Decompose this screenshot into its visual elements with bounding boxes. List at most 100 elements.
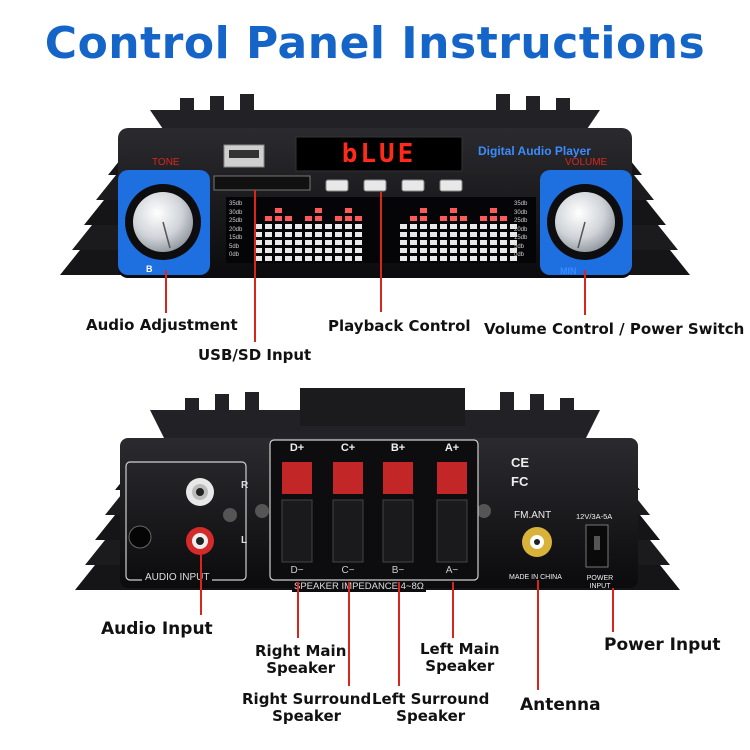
eq-db-label: 30db bbox=[514, 209, 528, 216]
front-top-fins bbox=[150, 94, 600, 132]
left-surround-speaker-callout: Left Surround Speaker bbox=[372, 690, 490, 725]
eq-segment bbox=[440, 248, 447, 253]
eq-segment bbox=[510, 232, 517, 237]
eq-segment bbox=[265, 240, 272, 245]
eq-segment bbox=[305, 224, 312, 229]
eq-segment bbox=[345, 224, 352, 229]
eq-segment bbox=[275, 216, 282, 221]
eq-segment bbox=[255, 224, 262, 229]
speaker-terminal-positive[interactable] bbox=[282, 462, 312, 494]
eq-segment bbox=[410, 224, 417, 229]
eq-db-label: 5db bbox=[229, 243, 240, 250]
eq-segment bbox=[400, 232, 407, 237]
eq-segment bbox=[490, 240, 497, 245]
volume-power-callout: Volume Control / Power Switch bbox=[484, 320, 745, 338]
eq-segment bbox=[325, 240, 332, 245]
speaker-terminals bbox=[281, 462, 468, 563]
playback-buttons bbox=[325, 179, 463, 192]
eq-segment bbox=[510, 248, 517, 253]
eq-bars bbox=[255, 208, 517, 261]
terminal-label-positive: B+ bbox=[390, 442, 406, 454]
eq-segment bbox=[410, 216, 417, 221]
speaker-terminal-positive[interactable] bbox=[383, 462, 413, 494]
audio-adjustment-pointer bbox=[165, 270, 167, 313]
right-surround-pointer bbox=[348, 582, 350, 686]
eq-segment bbox=[315, 224, 322, 229]
eq-db-labels-left: 35db 30db 25db 20db 15db 5db 0db bbox=[229, 200, 251, 260]
volume-knob[interactable] bbox=[540, 170, 632, 275]
eq-segment bbox=[345, 208, 352, 213]
eq-segment bbox=[305, 248, 312, 253]
eq-segment bbox=[410, 248, 417, 253]
usb-sd-pointer bbox=[254, 190, 256, 342]
eq-segment bbox=[510, 256, 517, 261]
eq-segment bbox=[255, 256, 262, 261]
eq-segment bbox=[275, 208, 282, 213]
eq-segment bbox=[450, 208, 457, 213]
eq-segment bbox=[345, 232, 352, 237]
sd-card-slot[interactable] bbox=[213, 175, 311, 191]
previous-button[interactable] bbox=[401, 179, 425, 192]
eq-segment bbox=[355, 256, 362, 261]
eq-segment bbox=[500, 216, 507, 221]
eq-segment bbox=[315, 248, 322, 253]
fm-ant-label: FM.ANT bbox=[514, 510, 552, 521]
speaker-terminal-positive[interactable] bbox=[437, 462, 467, 494]
eq-segment bbox=[295, 240, 302, 245]
eq-segment bbox=[355, 248, 362, 253]
audio-input-pointer bbox=[200, 555, 202, 615]
lcd-text: bLUE bbox=[341, 139, 417, 169]
play-pause-button[interactable] bbox=[363, 179, 387, 192]
eq-segment bbox=[420, 248, 427, 253]
next-button[interactable] bbox=[439, 179, 463, 192]
eq-segment bbox=[460, 248, 467, 253]
eq-segment bbox=[355, 216, 362, 221]
eq-segment bbox=[285, 256, 292, 261]
rca-right-input[interactable] bbox=[186, 478, 214, 506]
eq-segment bbox=[450, 256, 457, 261]
eq-segment bbox=[500, 240, 507, 245]
usb-port[interactable] bbox=[223, 144, 265, 168]
terminal-label-positive: A+ bbox=[444, 442, 460, 454]
speaker-terminal-negative[interactable] bbox=[332, 499, 364, 563]
eq-segment bbox=[430, 232, 437, 237]
right-main-pointer bbox=[297, 582, 299, 638]
eq-segment bbox=[510, 240, 517, 245]
eq-db-label: 5db bbox=[514, 243, 525, 250]
speaker-terminal-positive[interactable] bbox=[333, 462, 363, 494]
eq-segment bbox=[305, 216, 312, 221]
power-jack[interactable] bbox=[585, 524, 609, 568]
speaker-terminal-negative[interactable] bbox=[281, 499, 313, 563]
brand-text: Digital Audio Player bbox=[478, 144, 591, 158]
eq-db-label: 0db bbox=[514, 252, 525, 258]
eq-segment bbox=[265, 232, 272, 237]
eq-segment bbox=[355, 240, 362, 245]
speaker-terminal-negative[interactable] bbox=[382, 499, 414, 563]
eq-segment bbox=[480, 216, 487, 221]
eq-segment bbox=[325, 224, 332, 229]
min-marker: MIN bbox=[560, 266, 577, 276]
eq-segment bbox=[440, 232, 447, 237]
mode-button[interactable] bbox=[325, 179, 349, 192]
terminal-label-negative: B− bbox=[391, 565, 405, 576]
eq-segment bbox=[345, 240, 352, 245]
eq-segment bbox=[335, 224, 342, 229]
eq-segment bbox=[275, 232, 282, 237]
eq-segment bbox=[400, 256, 407, 261]
antenna-jack[interactable] bbox=[522, 527, 552, 557]
eq-segment bbox=[490, 208, 497, 213]
eq-segment bbox=[490, 256, 497, 261]
eq-segment bbox=[315, 256, 322, 261]
audio-adjustment-callout: Audio Adjustment bbox=[86, 316, 238, 334]
eq-segment bbox=[430, 224, 437, 229]
speaker-terminal-negative[interactable] bbox=[436, 499, 468, 563]
rca-left-input[interactable] bbox=[186, 527, 214, 555]
eq-segment bbox=[480, 240, 487, 245]
eq-segment bbox=[410, 232, 417, 237]
terminal-label-positive: C+ bbox=[340, 442, 356, 454]
playback-control-callout: Playback Control bbox=[328, 317, 471, 335]
eq-segment bbox=[275, 248, 282, 253]
tone-knob[interactable] bbox=[118, 170, 210, 275]
ce-mark: CE bbox=[511, 455, 530, 470]
